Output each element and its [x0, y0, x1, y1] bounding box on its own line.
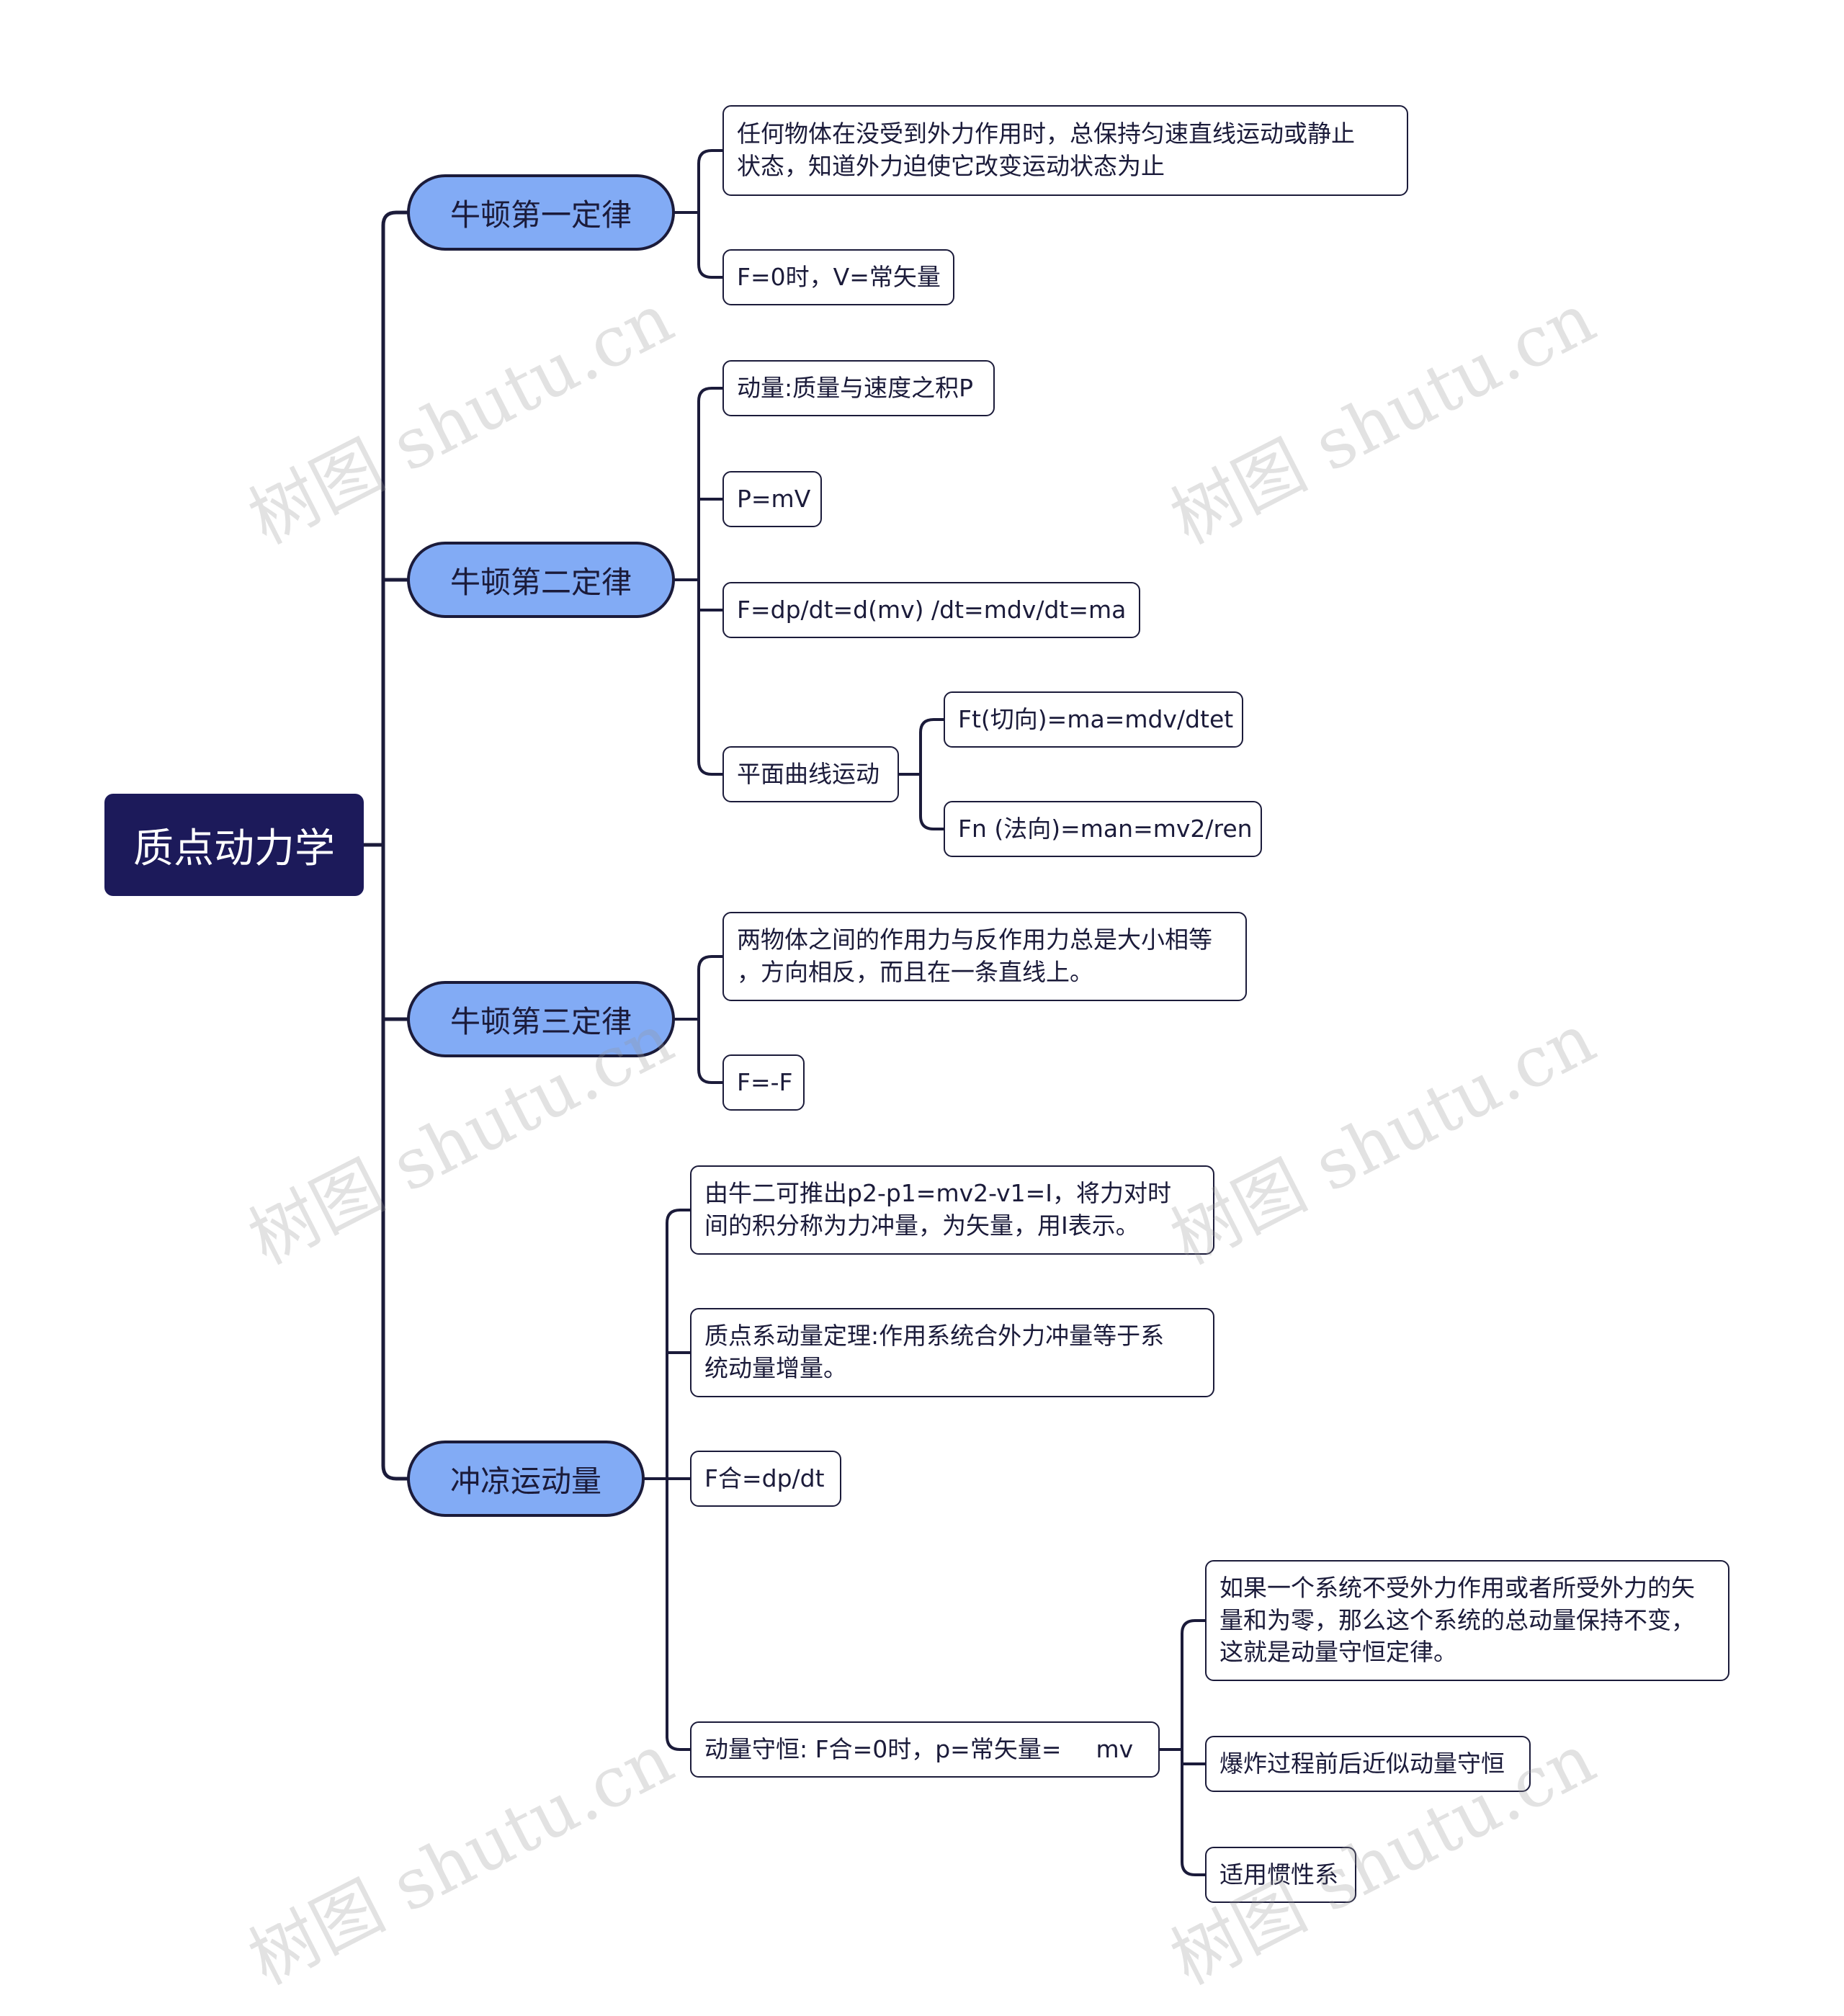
branch-newton-second-law[interactable]: 牛顿第二定律: [407, 542, 675, 618]
connector-line: [697, 1018, 724, 1084]
connector-line: [381, 843, 409, 1481]
root-label: 质点动力学: [133, 825, 335, 872]
leaf-impulse-definition[interactable]: 由牛二可推出p2-p1=mv2-v1=I，将力对时 间的积分称为力冲量，为矢量，…: [690, 1165, 1214, 1255]
branch-label: 冲凉运动量: [449, 1463, 601, 1499]
leaf-line: 量和为零，那么这个系统的总动量保持不变，: [1219, 1605, 1695, 1634]
leaf-tangential-force[interactable]: Ft(切向)=ma=mdv/dtet: [944, 691, 1243, 748]
leaf-line: F=-F: [737, 1067, 793, 1096]
leaf-explosion-conservation[interactable]: 爆炸过程前后近似动量守恒: [1205, 1736, 1531, 1792]
leaf-line: F=dp/dt=d(mv) /dt=mdv/dt=ma: [737, 595, 1127, 624]
leaf-second-law-formula[interactable]: F=dp/dt=d(mv) /dt=mdv/dt=ma: [722, 582, 1140, 638]
connector-line: [666, 1477, 692, 1751]
connector-line: [1181, 1748, 1207, 1876]
branch-label: 牛顿第一定律: [449, 197, 632, 233]
connector-line: [919, 718, 945, 776]
leaf-momentum-conservation[interactable]: 动量守恒: F合=0时，p=常矢量= mv: [690, 1721, 1160, 1778]
connector-line: [919, 773, 945, 830]
leaf-line: 质点系动量定理:作用系统合外力冲量等于系: [704, 1322, 1165, 1350]
leaf-line: Ft(切向)=ma=mdv/dtet: [958, 704, 1234, 733]
connector-line: [697, 387, 724, 581]
connector-line: [666, 1209, 692, 1480]
branch-newton-first-law[interactable]: 牛顿第一定律: [407, 174, 675, 251]
leaf-line: 两物体之间的作用力与反作用力总是大小相等: [737, 926, 1212, 954]
leaf-line: P=mV: [737, 484, 811, 513]
leaf-line: 动量守恒: F合=0时，p=常矢量=: [704, 1734, 1062, 1763]
branch-impulse-momentum[interactable]: 冲凉运动量: [407, 1441, 645, 1517]
branch-label: 牛顿第三定律: [449, 1003, 632, 1039]
leaf-line: 如果一个系统不受外力作用或者所受外力的矢: [1219, 1574, 1695, 1603]
leaf-first-law-definition[interactable]: 任何物体在没受到外力作用时，总保持匀速直线运动或静止 状态，知道外力迫使它改变运…: [722, 105, 1408, 196]
leaf-conservation-definition[interactable]: 如果一个系统不受外力作用或者所受外力的矢 量和为零，那么这个系统的总动量保持不变…: [1205, 1560, 1729, 1681]
leaf-momentum-formula[interactable]: P=mV: [722, 471, 822, 527]
leaf-line: 平面曲线运动: [737, 759, 880, 788]
leaf-third-law-definition[interactable]: 两物体之间的作用力与反作用力总是大小相等 ，方向相反，而且在一条直线上。: [722, 912, 1247, 1001]
leaf-line: 统动量增量。: [704, 1354, 847, 1382]
connector-line: [697, 149, 724, 214]
leaf-first-law-formula[interactable]: F=0时，V=常矢量: [722, 249, 954, 305]
leaf-net-force-formula[interactable]: F合=dp/dt: [690, 1451, 841, 1507]
branch-newton-third-law[interactable]: 牛顿第三定律: [407, 981, 675, 1057]
leaf-third-law-formula[interactable]: F=-F: [722, 1054, 805, 1111]
leaf-line: 间的积分称为力冲量，为矢量，用I表示。: [704, 1211, 1140, 1240]
root-node[interactable]: 质点动力学: [104, 794, 364, 896]
leaf-inertial-frame[interactable]: 适用惯性系: [1205, 1847, 1356, 1903]
connector-line: [697, 578, 724, 776]
connector-line: [381, 210, 409, 847]
leaf-line: 爆炸过程前后近似动量守恒: [1219, 1749, 1505, 1778]
leaf-line: Fn (法向)=man=mv2/ren: [958, 814, 1253, 843]
leaf-momentum-definition[interactable]: 动量:质量与速度之积P: [722, 360, 995, 416]
leaf-normal-force[interactable]: Fn (法向)=man=mv2/ren: [944, 801, 1262, 857]
connector-line: [697, 955, 724, 1021]
branch-label: 牛顿第二定律: [449, 564, 632, 600]
leaf-line: F合=dp/dt: [704, 1464, 825, 1492]
connector-line: [697, 211, 724, 279]
leaf-line: 适用惯性系: [1219, 1860, 1338, 1889]
leaf-system-momentum-theorem[interactable]: 质点系动量定理:作用系统合外力冲量等于系 统动量增量。: [690, 1308, 1214, 1397]
leaf-suffix: mv: [1096, 1734, 1134, 1763]
leaf-planar-curve-motion[interactable]: 平面曲线运动: [722, 746, 899, 802]
leaf-line: ，方向相反，而且在一条直线上。: [737, 958, 1093, 986]
leaf-line: F=0时，V=常矢量: [737, 262, 941, 291]
leaf-line: 动量:质量与速度之积P: [737, 373, 974, 402]
connector-line: [1181, 1619, 1207, 1751]
leaf-line: 由牛二可推出p2-p1=mv2-v1=I，将力对时: [704, 1179, 1172, 1208]
leaf-line: 状态，知道外力迫使它改变运动状态为止: [737, 152, 1165, 180]
leaf-line: 任何物体在没受到外力作用时，总保持匀速直线运动或静止: [737, 120, 1355, 148]
leaf-line: 这就是动量守恒定律。: [1219, 1638, 1457, 1667]
